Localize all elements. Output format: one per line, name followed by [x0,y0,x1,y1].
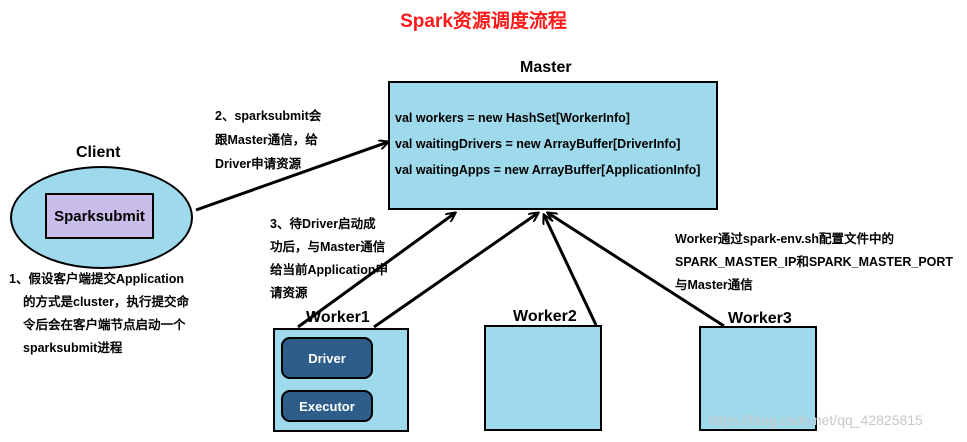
step3-line: 3、待Driver启动成 [270,217,376,231]
arrow-driver-to-master [297,213,455,329]
arrow-worker2-to-master [544,215,598,326]
step3-line: 给当前Application申 [270,263,389,277]
arrow-worker1-to-master [373,213,538,329]
master-drivers-line: val waitingDrivers = new ArrayBuffer[Dri… [395,137,681,151]
master-label: Master [520,59,572,76]
worker3-node [699,326,817,431]
worker1-label: Worker1 [306,309,370,326]
executor-component: Executor [281,390,373,422]
worker-comm-line: SPARK_MASTER_IP和SPARK_MASTER_PORT [675,255,954,269]
step2-line: 2、sparksubmit会 [215,109,322,123]
worker3-label: Worker3 [728,310,792,327]
sparksubmit-process: Sparksubmit [45,193,154,239]
step3-note: 3、待Driver启动成 功后，与Master通信 给当前Application… [270,213,388,305]
worker-comm-note: Worker通过spark-env.sh配置文件中的 SPARK_MASTER_… [675,228,953,297]
master-apps-line: val waitingApps = new ArrayBuffer[Applic… [395,163,701,177]
client-label: Client [76,144,121,161]
step1-line: sparksubmit进程 [23,341,123,355]
master-workers-line: val workers = new HashSet[WorkerInfo] [395,111,630,125]
step2-line: Driver申请资源 [215,157,302,171]
step1-line: 令后会在客户端节点启动一个 [23,318,186,332]
step3-line: 功后，与Master通信 [270,240,386,254]
worker-comm-line: Worker通过spark-env.sh配置文件中的 [675,232,895,246]
step3-line: 请资源 [270,286,308,300]
arrow-worker3-to-master [548,213,725,328]
watermark-text: https://blog.csdn.net/qq_42825815 [708,412,923,428]
step1-note: 1、假设客户端提交Application 的方式是cluster，执行提交命 令… [9,268,189,360]
arrow-client-to-master [195,142,388,212]
step2-note: 2、sparksubmit会 跟Master通信，给 Driver申请资源 [215,104,321,176]
step1-line: 1、假设客户端提交Application [9,272,185,286]
step1-line: 的方式是cluster，执行提交命 [23,295,189,309]
worker2-label: Worker2 [513,308,577,325]
driver-component: Driver [281,337,373,379]
worker2-node [484,325,602,431]
worker-comm-line: 与Master通信 [675,278,753,292]
step2-line: 跟Master通信，给 [215,133,318,147]
master-node [388,81,718,210]
diagram-title: Spark资源调度流程 [400,11,567,32]
